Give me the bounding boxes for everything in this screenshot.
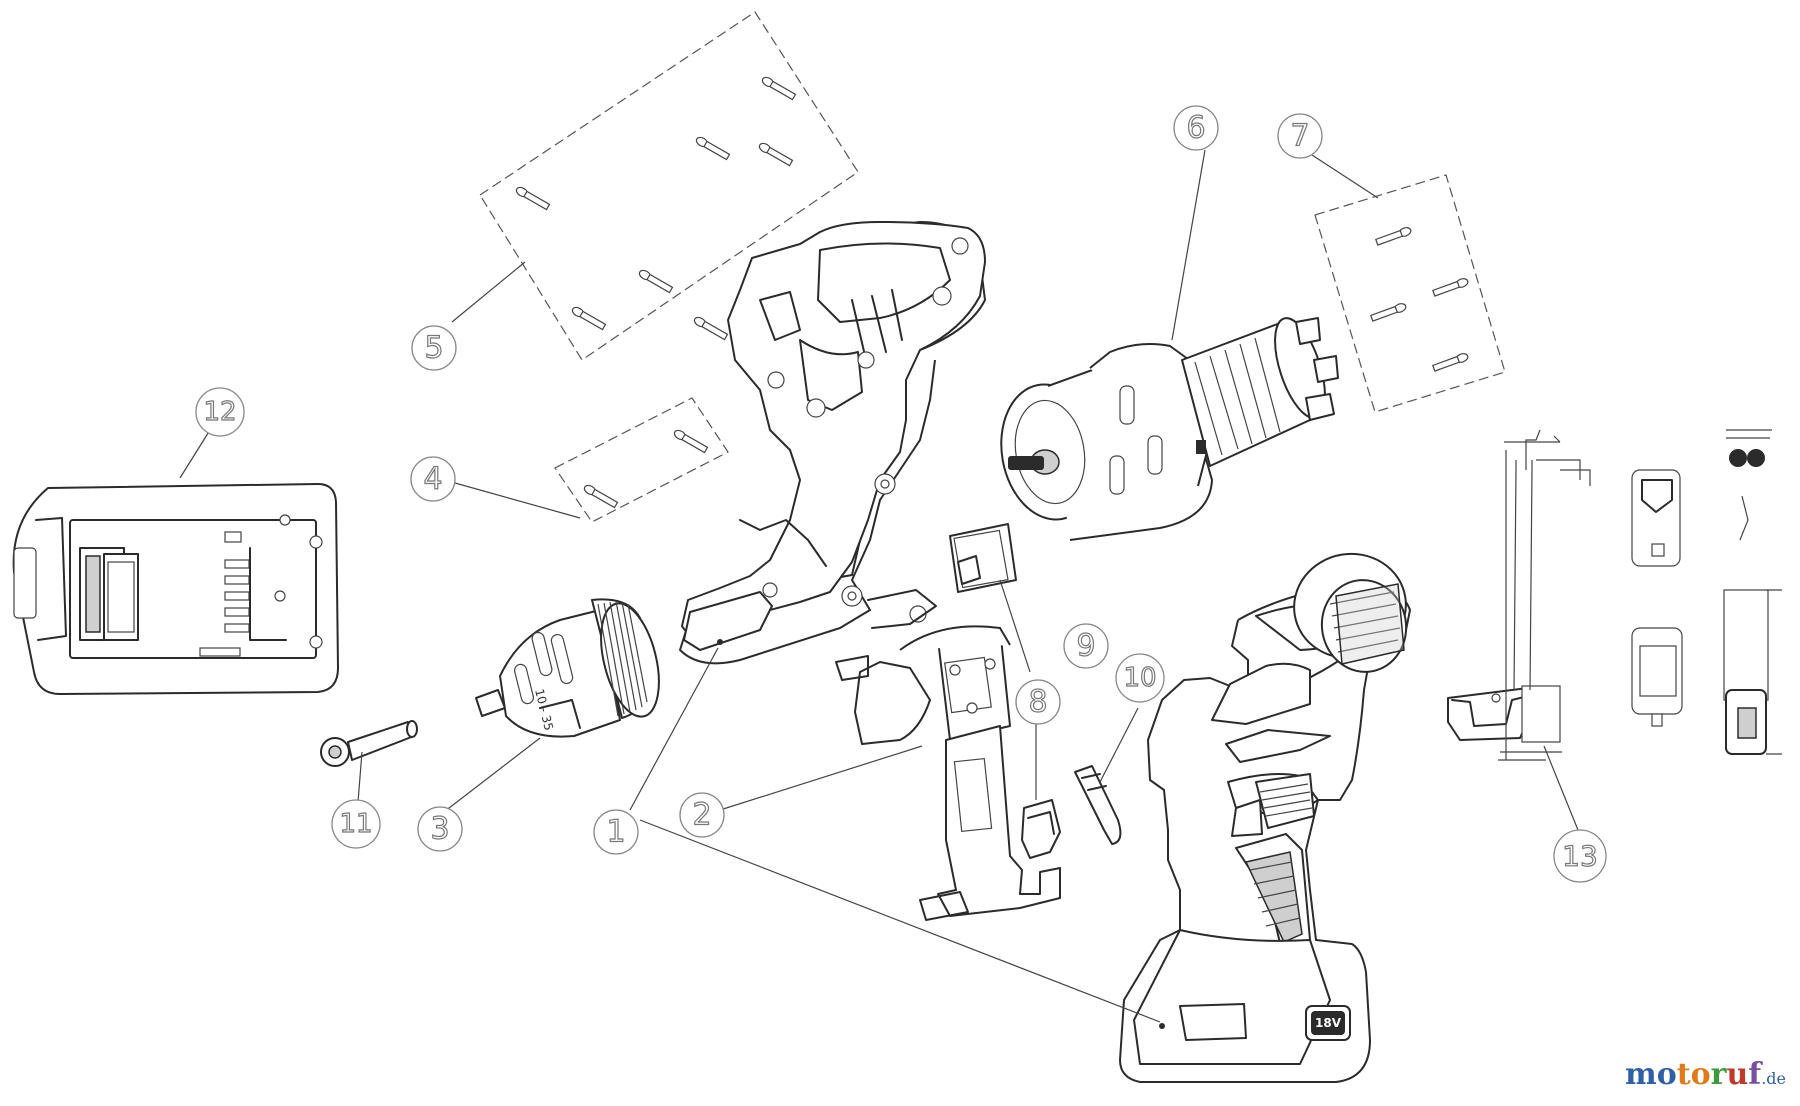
- callout-6: 6: [1173, 105, 1219, 151]
- callout-13: 13: [1553, 829, 1607, 883]
- callout-7-label: 7: [1290, 119, 1309, 154]
- charger-drawings-part-13: [1447, 429, 1782, 831]
- callout-2: 2: [679, 792, 725, 838]
- drill-chuck-part-3: 10 - 35: [439, 598, 660, 816]
- callout-11: 11: [331, 799, 381, 849]
- spindle-screw-part-11: [320, 720, 418, 803]
- battery-pack-part-12: [12, 429, 339, 695]
- callout-3-label: 3: [430, 812, 449, 847]
- logo-tld: .de: [1761, 1069, 1786, 1088]
- callout-1: 1: [593, 809, 639, 855]
- screw-group-7: [1311, 154, 1506, 413]
- callout-1-label: 1: [606, 815, 625, 850]
- callout-3: 3: [417, 806, 463, 852]
- switch-lever-part-8: [949, 523, 1031, 673]
- assembled-drill: 18V: [639, 552, 1411, 1083]
- clip-part-9: [1021, 712, 1061, 859]
- callout-8-label: 8: [1028, 685, 1047, 720]
- callout-11-label: 11: [339, 809, 372, 839]
- logo-part-5: f: [1748, 1057, 1762, 1092]
- callout-5-label: 5: [424, 331, 443, 366]
- callout-10-label: 10: [1123, 663, 1156, 693]
- callout-4-label: 4: [423, 462, 442, 497]
- logo-part-4: u: [1726, 1057, 1749, 1092]
- callout-8: 8: [1015, 679, 1061, 725]
- callout-9-label: 9: [1076, 629, 1095, 664]
- screw-group-4: [454, 397, 729, 523]
- callout-7: 7: [1277, 113, 1323, 159]
- housing-left-part-1: [629, 221, 986, 811]
- logo-part-3: r: [1710, 1057, 1727, 1092]
- callout-6-label: 6: [1186, 111, 1205, 146]
- screw-group-5: [451, 11, 859, 361]
- trigger-switch-part-2: [719, 625, 1061, 921]
- callout-12: 12: [195, 387, 245, 437]
- callout-9: 9: [1063, 623, 1109, 669]
- callout-2-label: 2: [692, 798, 711, 833]
- callout-4: 4: [410, 456, 456, 502]
- bit-part-10: [1074, 707, 1139, 845]
- callout-13-label: 13: [1562, 840, 1598, 873]
- motoruf-logo: motoruf.de: [1625, 1057, 1786, 1092]
- battery-voltage-badge: 18V: [1315, 1016, 1342, 1030]
- motor-gearbox-part-6: [1000, 149, 1339, 541]
- logo-part-2: to: [1676, 1057, 1711, 1092]
- callout-12-label: 12: [203, 397, 236, 427]
- logo-part-1: mo: [1625, 1057, 1677, 1092]
- callout-5: 5: [411, 325, 457, 371]
- callout-10: 10: [1115, 653, 1165, 703]
